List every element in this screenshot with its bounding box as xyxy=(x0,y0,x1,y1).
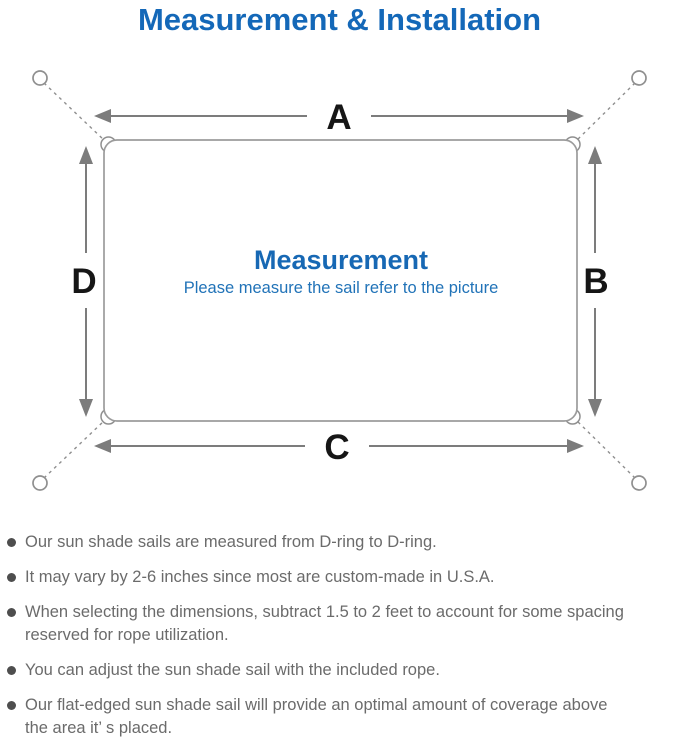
sail-rectangle xyxy=(103,139,578,422)
arrowhead-right-icon xyxy=(567,109,584,123)
dashed-line-top-right xyxy=(575,82,636,142)
dimension-label-c: C xyxy=(324,428,349,467)
note-text: It may vary by 2-6 inches since most are… xyxy=(25,568,495,586)
arrowhead-left-icon xyxy=(94,439,111,453)
bullet-icon xyxy=(7,573,16,582)
anchor-ring-icon-bottom-left xyxy=(32,475,48,491)
dashed-line-bottom-right xyxy=(575,419,636,479)
notes-list: Our sun shade sails are measured from D-… xyxy=(0,531,679,739)
arrowhead-down-icon xyxy=(588,399,602,417)
dimension-arrow-d: D xyxy=(71,146,97,417)
measurement-diagram: A C D B Measurement Please meas xyxy=(32,70,647,491)
list-item: When selecting the dimensions, subtract … xyxy=(7,601,669,647)
bullet-icon xyxy=(7,538,16,547)
note-text: Our flat-edged sun shade sail will provi… xyxy=(25,696,608,737)
arrowhead-down-icon xyxy=(79,399,93,417)
diagram-subheading: Please measure the sail refer to the pic… xyxy=(184,279,499,297)
dimension-label-a: A xyxy=(326,98,351,137)
anchor-ring-icon-bottom-right xyxy=(631,475,647,491)
note-text: Our sun shade sails are measured from D-… xyxy=(25,533,437,551)
bullet-icon xyxy=(7,701,16,710)
arrowhead-up-icon xyxy=(588,146,602,164)
dimension-label-d: D xyxy=(71,262,96,301)
page-title: Measurement & Installation xyxy=(137,2,542,37)
diagram-heading: Measurement xyxy=(254,245,428,275)
arrowhead-left-icon xyxy=(94,109,111,123)
dashed-line-top-left xyxy=(43,82,106,142)
bullet-icon xyxy=(7,608,16,617)
list-item: It may vary by 2-6 inches since most are… xyxy=(7,566,669,589)
arrowhead-up-icon xyxy=(79,146,93,164)
bullet-icon xyxy=(7,666,16,675)
note-text: When selecting the dimensions, subtract … xyxy=(25,603,624,644)
list-item: Our flat-edged sun shade sail will provi… xyxy=(7,694,669,739)
anchor-ring-icon-top-left xyxy=(32,70,48,86)
dimension-arrow-b: B xyxy=(583,146,609,417)
dimension-label-b: B xyxy=(583,262,608,301)
list-item: You can adjust the sun shade sail with t… xyxy=(7,659,669,682)
arrowhead-right-icon xyxy=(567,439,584,453)
dimension-arrow-c: C xyxy=(94,428,584,467)
dashed-line-bottom-left xyxy=(43,419,106,479)
list-item: Our sun shade sails are measured from D-… xyxy=(7,531,669,554)
anchor-ring-icon-top-right xyxy=(631,70,647,86)
note-text: You can adjust the sun shade sail with t… xyxy=(25,661,440,679)
dimension-arrow-a: A xyxy=(94,98,584,137)
